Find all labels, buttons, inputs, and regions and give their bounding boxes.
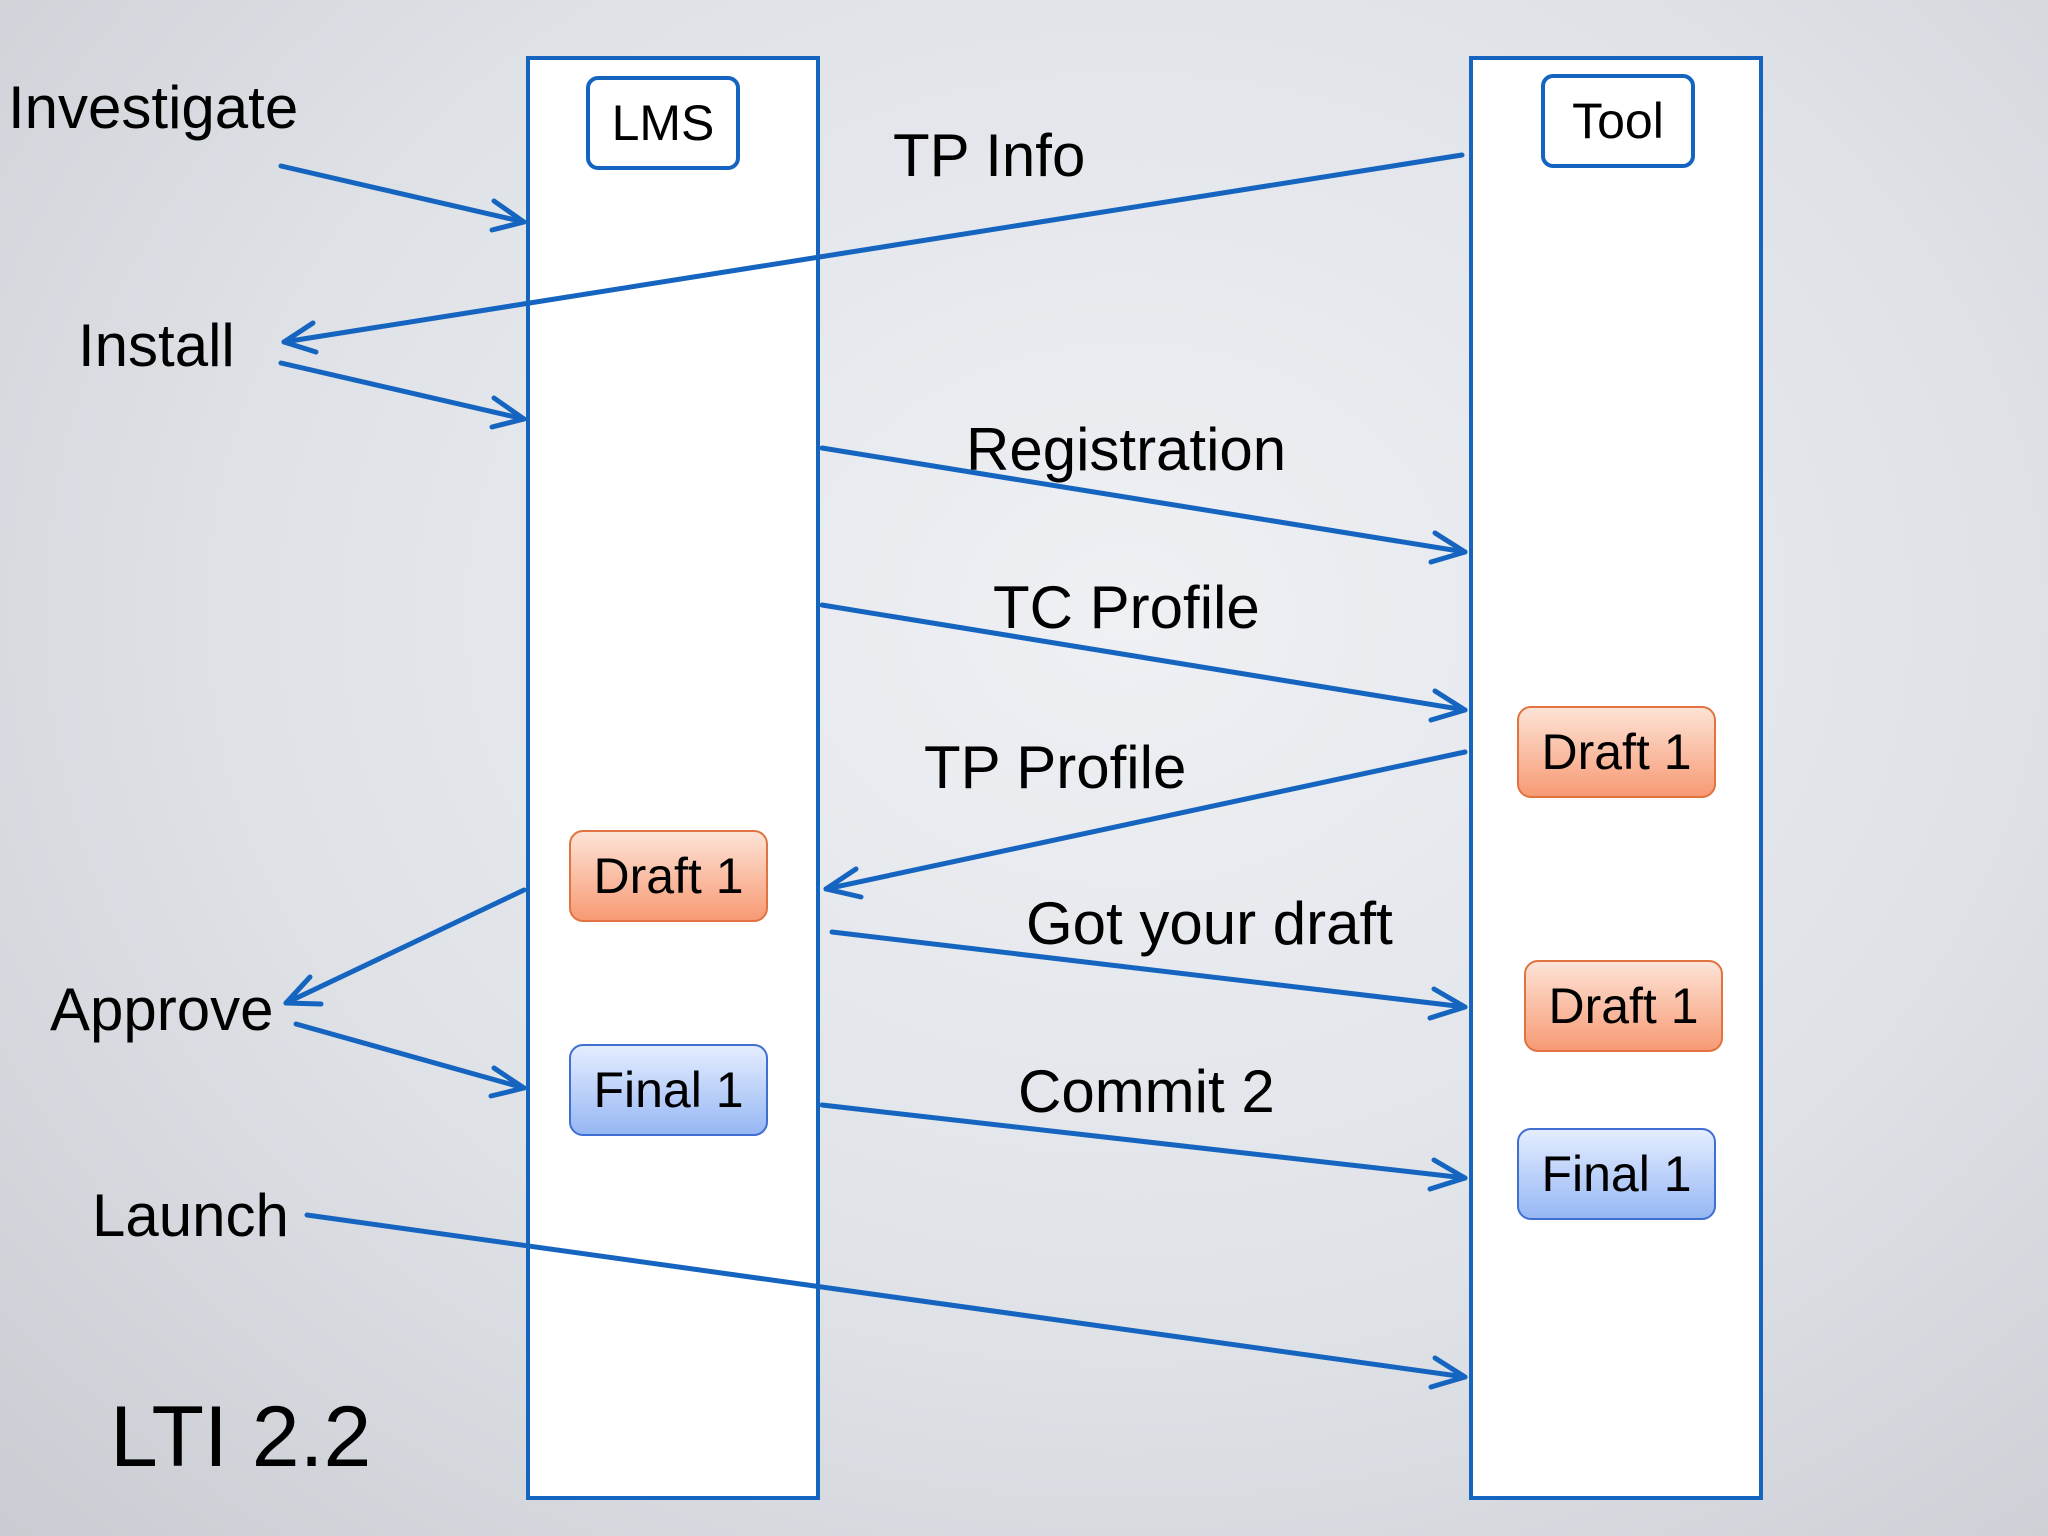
label-commit: Commit 2 [1018, 1058, 1275, 1125]
label-investigate: Investigate [8, 74, 299, 141]
tool-draft-badge-1: Draft 1 [1517, 706, 1716, 798]
tool-final-badge: Final 1 [1517, 1128, 1716, 1220]
arrow-investigate [278, 163, 527, 233]
label-tp-info: TP Info [893, 122, 1086, 189]
arrow-to-approve [283, 887, 527, 1007]
label-approve: Approve [50, 976, 274, 1043]
lms-final-badge: Final 1 [569, 1044, 768, 1136]
arrow-install [278, 360, 527, 430]
label-got-draft: Got your draft [1026, 890, 1393, 957]
tool-lane-header: Tool [1541, 74, 1695, 168]
label-registration: Registration [966, 416, 1287, 483]
tool-draft-badge-2: Draft 1 [1524, 960, 1723, 1052]
label-tp-profile: TP Profile [924, 734, 1187, 801]
diagram-title: LTI 2.2 [110, 1389, 372, 1485]
arrow-approve [293, 1021, 527, 1099]
label-install: Install [78, 312, 235, 379]
lms-lane [526, 56, 820, 1500]
arrow-tp-info [281, 152, 1465, 355]
label-tc-profile: TC Profile [993, 574, 1260, 641]
lms-draft-badge: Draft 1 [569, 830, 768, 922]
arrow-launch [304, 1212, 1468, 1390]
lms-lane-header: LMS [586, 76, 740, 170]
label-launch: Launch [92, 1182, 289, 1249]
